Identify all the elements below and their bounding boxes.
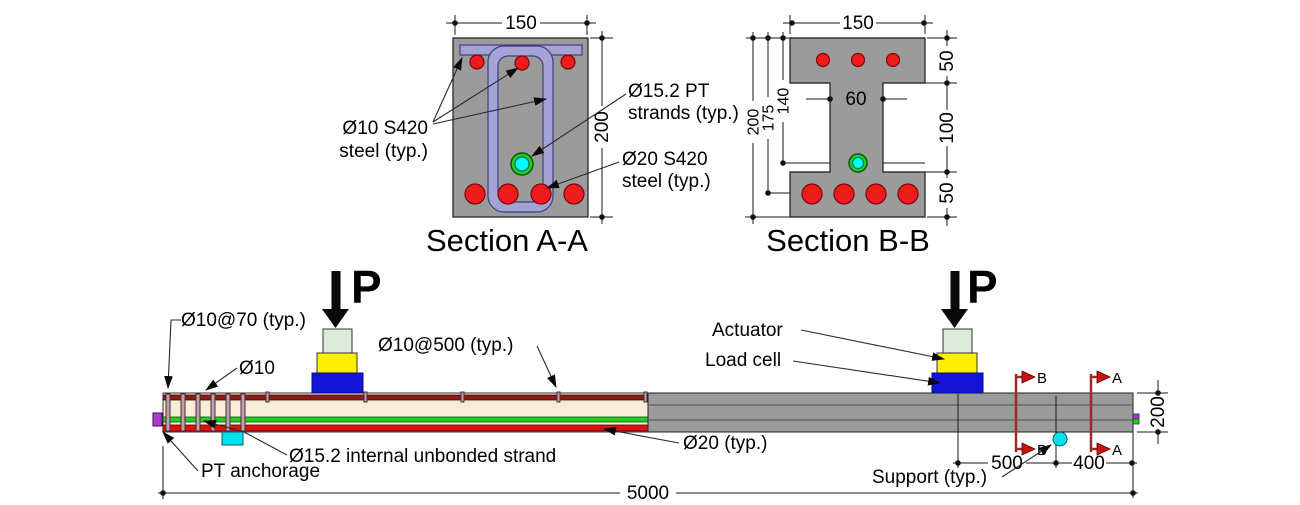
dim-bb-width: 150	[783, 13, 933, 34]
elevation-labels: Ø10@70 (typ.) Ø10 Ø10@500 (typ.) Ø15.2 i…	[162, 310, 1052, 488]
dim-aa-width: 150	[446, 13, 596, 35]
section-bb: 150 200 175 140 50 100 50	[745, 13, 958, 258]
load-cell-block	[936, 352, 978, 374]
dim-text-bb-width: 150	[842, 13, 874, 34]
dim-bb-left-stack: 200 175 140	[745, 32, 793, 224]
label-support: Support (typ.)	[872, 467, 987, 488]
support-left	[221, 431, 244, 446]
load-stack-left: P	[311, 261, 382, 394]
section-letter-a-bottom: A	[1112, 442, 1122, 459]
dim-text-depth: 200	[1148, 396, 1169, 428]
dim-text-500: 500	[991, 453, 1023, 474]
dim-aa-height: 200	[590, 31, 613, 224]
strand-core-icon	[514, 156, 530, 172]
label-actuator: Actuator	[712, 320, 783, 341]
dim-text-bb-web-width: 60	[845, 89, 866, 110]
section-letter-a-top: A	[1112, 370, 1122, 387]
dim-text-span: 5000	[627, 483, 669, 504]
bottom-rebar-bb	[801, 183, 919, 205]
dim-load-to-support: 500	[953, 453, 1072, 474]
dense-stirrups	[165, 393, 246, 432]
dim-text-aa-height: 200	[592, 111, 613, 143]
label-pt-strand-line2: strands (typ.)	[628, 103, 739, 124]
load-arrow-icon	[941, 271, 968, 328]
pt-strand-symbol-bb	[848, 153, 868, 173]
dim-span: 5000	[158, 483, 1138, 504]
top-rebar-aa	[469, 54, 576, 71]
label-top-steel-line1: Ø10 S420	[342, 118, 428, 139]
beam-elevation	[647, 392, 1134, 433]
dim-text-bb-height: 200	[746, 109, 763, 136]
support-right	[1052, 431, 1068, 447]
label-bottom-bars: Ø20 (typ.)	[683, 433, 767, 454]
label-bottom-steel-line1: Ø20 S420	[622, 149, 708, 170]
label-dense-stirrups: Ø10@70 (typ.)	[181, 310, 306, 331]
label-stirrup: Ø10	[239, 358, 275, 379]
label-top-steel-line2: steel (typ.)	[339, 141, 428, 162]
dim-text-bb-140: 140	[776, 88, 793, 115]
dim-bb-web-width: 60	[806, 89, 907, 110]
label-aa-bottom-steel: Ø20 S420 steel (typ.)	[545, 149, 711, 192]
top-rebar-bb	[815, 52, 901, 68]
elevation: P P B B	[152, 261, 1169, 504]
label-aa-pt-strand: Ø15.2 PT strands (typ.)	[531, 81, 739, 157]
label-aa-top-steel: Ø10 S420 steel (typ.)	[339, 57, 548, 162]
dim-bb-right-stack: 50 100 50	[886, 30, 958, 226]
load-cell-block	[316, 352, 358, 374]
stirrup-inner	[497, 55, 544, 203]
dim-text-400: 400	[1073, 453, 1105, 474]
load-stack-right: P	[931, 261, 998, 394]
dim-text-bb-flange-top: 50	[937, 50, 958, 71]
label-strand: Ø15.2 internal unbonded strand	[289, 446, 556, 467]
dim-text-bb-175: 175	[761, 105, 778, 132]
section-bb-title: Section B-B	[766, 223, 930, 258]
top-rebar-line	[162, 394, 649, 401]
dim-text-bb-flange-bottom: 50	[937, 182, 958, 203]
bottom-rebar-aa	[464, 183, 585, 205]
actuator-block	[322, 328, 353, 354]
pt-strand-symbol-aa	[510, 152, 534, 176]
section-marker-a: A A	[1089, 370, 1122, 459]
dim-text-bb-web: 100	[937, 112, 958, 144]
stirrup-cage-aa	[459, 44, 583, 213]
dim-beam-depth: 200	[1148, 380, 1169, 444]
label-pt-anchorage: PT anchorage	[201, 461, 320, 482]
actuator-block	[942, 328, 973, 354]
strand-line	[162, 416, 649, 423]
label-pt-strand-line1: Ø15.2 PT	[628, 81, 710, 102]
section-letter-b-top: B	[1037, 370, 1047, 387]
load-label-right: P	[967, 261, 998, 313]
pt-anchorage-right	[1132, 413, 1140, 425]
load-arrow-icon	[322, 271, 349, 328]
dim-text-aa-width: 150	[505, 13, 537, 34]
label-load-cell: Load cell	[705, 350, 781, 371]
section-aa-title: Section A-A	[426, 223, 588, 258]
strand-core-icon	[851, 156, 865, 170]
pt-anchorage-left	[152, 412, 163, 427]
section-aa: 150 200 Ø10 S420 steel (typ.) Ø15.2 PT s…	[339, 13, 739, 258]
load-label-left: P	[351, 261, 382, 313]
sparse-stirrup-ticks	[265, 391, 648, 403]
bearing-block	[311, 372, 364, 394]
section-markers: B B A A	[1014, 370, 1122, 459]
label-sparse-stirrups: Ø10@500 (typ.)	[378, 335, 513, 356]
label-bottom-steel-line2: steel (typ.)	[622, 171, 711, 192]
dim-support-to-end: 400	[1073, 453, 1137, 474]
